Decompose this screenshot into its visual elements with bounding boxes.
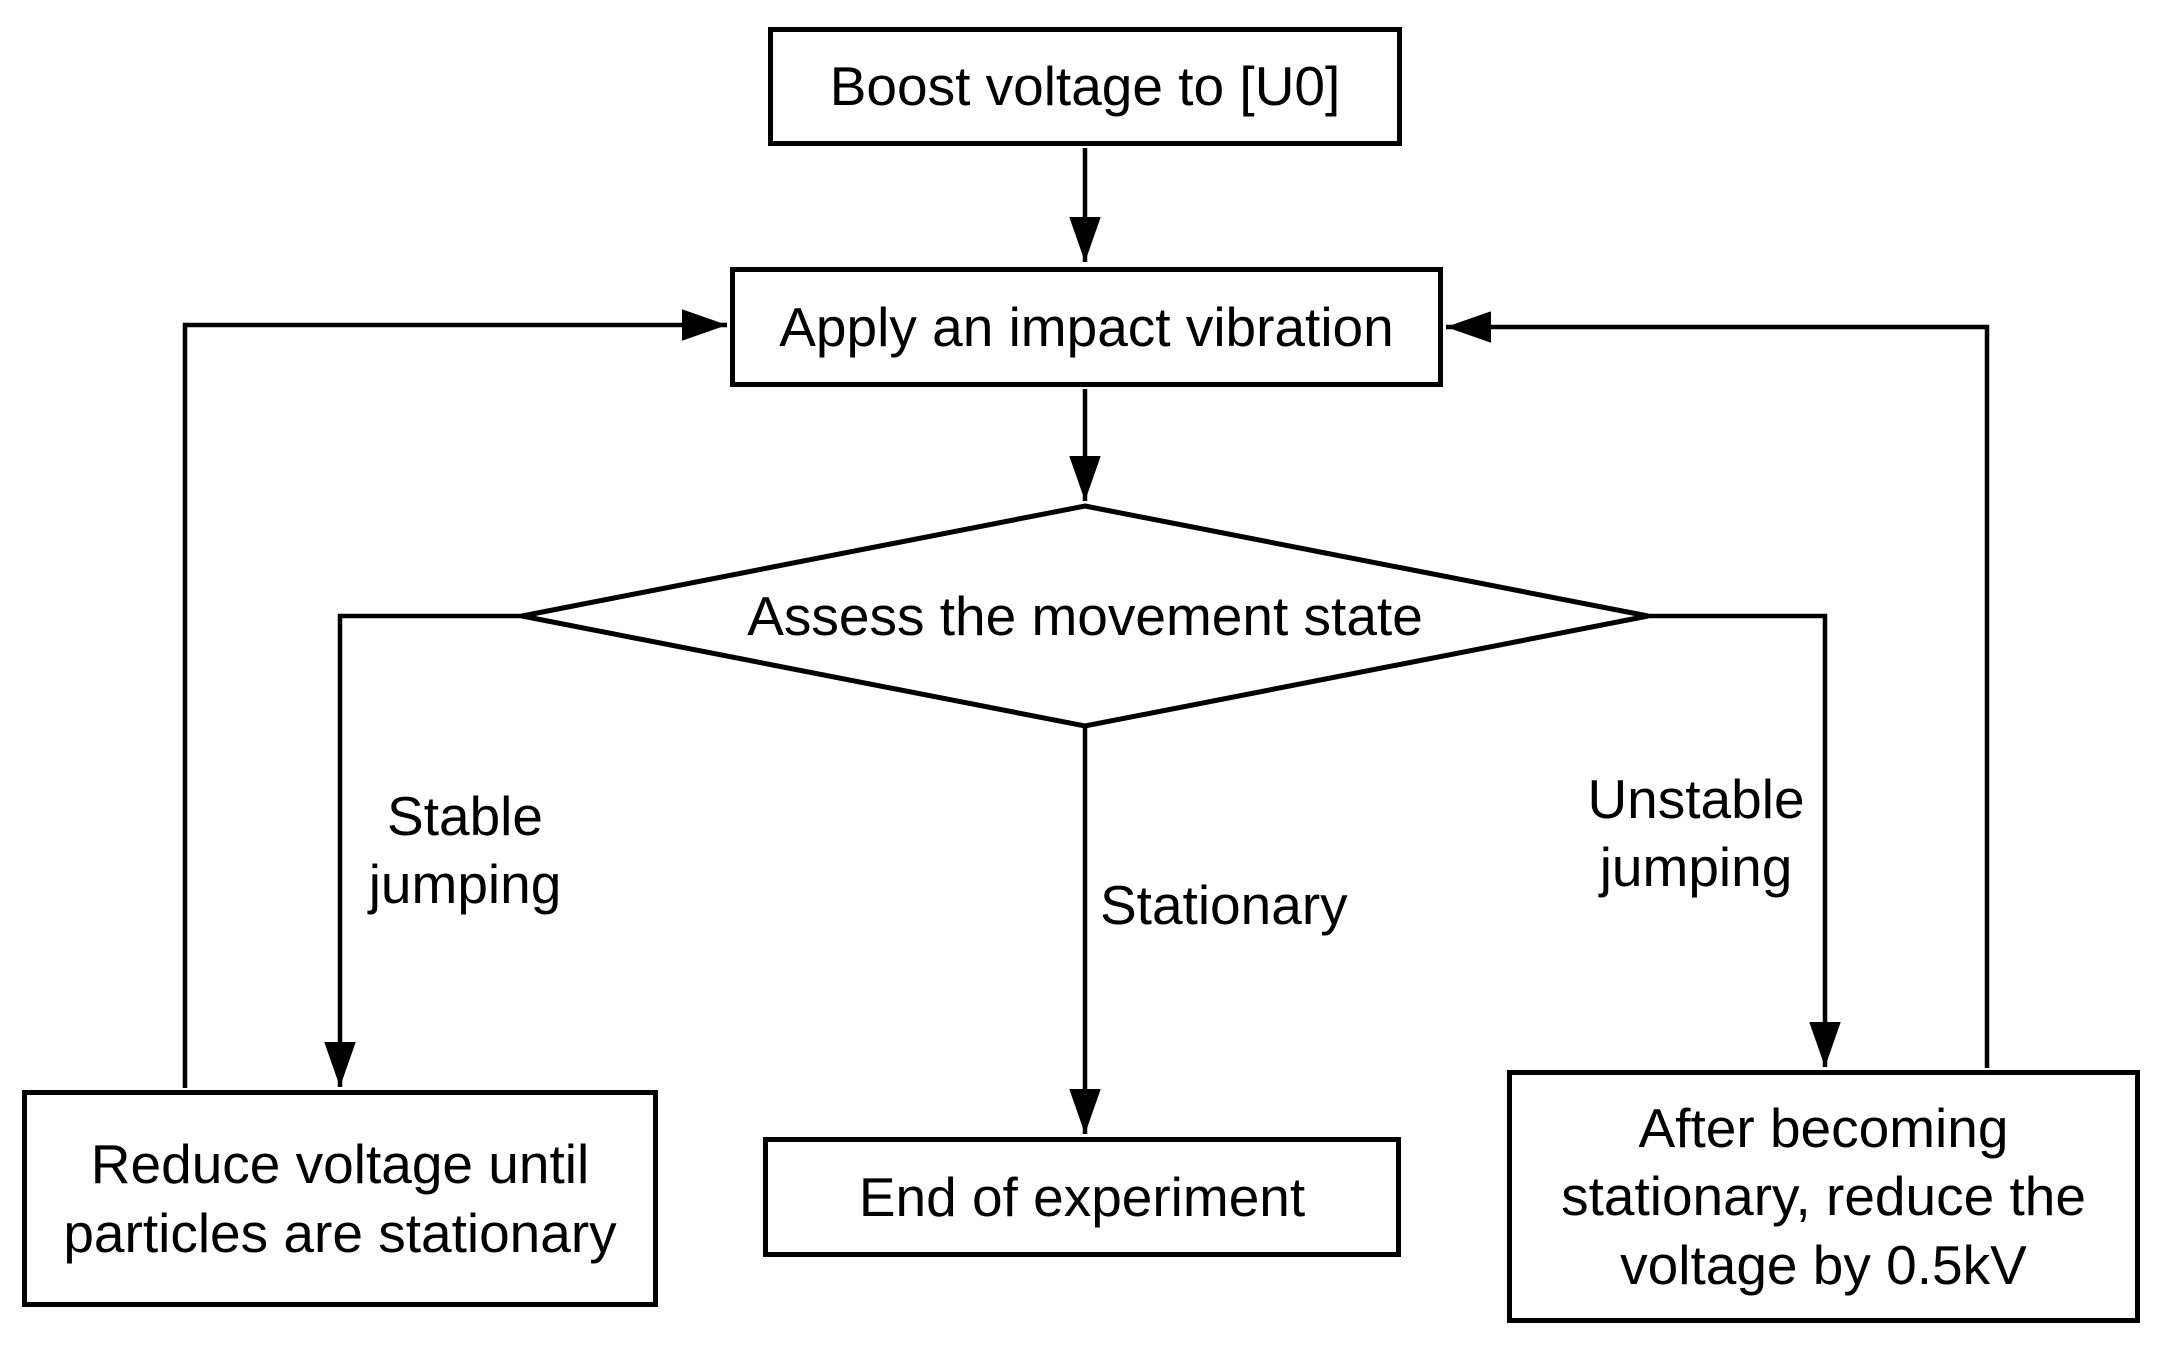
decision-diamond-assess bbox=[521, 503, 1649, 729]
node-boost-voltage: Boost voltage to [U0] bbox=[768, 27, 1402, 146]
node-apply-impact-vibration: Apply an impact vibration bbox=[730, 267, 1443, 387]
edge-label-stationary: Stationary bbox=[1100, 873, 1348, 936]
edge-assess-to-reduce bbox=[324, 613, 522, 1087]
edge-label-unstable-jumping: Unstable jumping bbox=[1587, 767, 1805, 898]
node-reduce-voltage: Reduce voltage until particles are stati… bbox=[22, 1090, 658, 1307]
edge-label-stable-jumping: Stable jumping bbox=[368, 784, 562, 915]
node-assess-movement-state-label: Assess the movement state bbox=[747, 584, 1423, 647]
edge-after-to-apply bbox=[1446, 311, 1990, 1068]
edge-assess-to-after bbox=[1648, 613, 1841, 1067]
node-end-of-experiment: End of experiment bbox=[763, 1137, 1401, 1257]
node-after-becoming-stationary: After becoming stationary, reduce the vo… bbox=[1507, 1070, 2140, 1323]
edge-reduce-to-apply bbox=[182, 309, 727, 1088]
